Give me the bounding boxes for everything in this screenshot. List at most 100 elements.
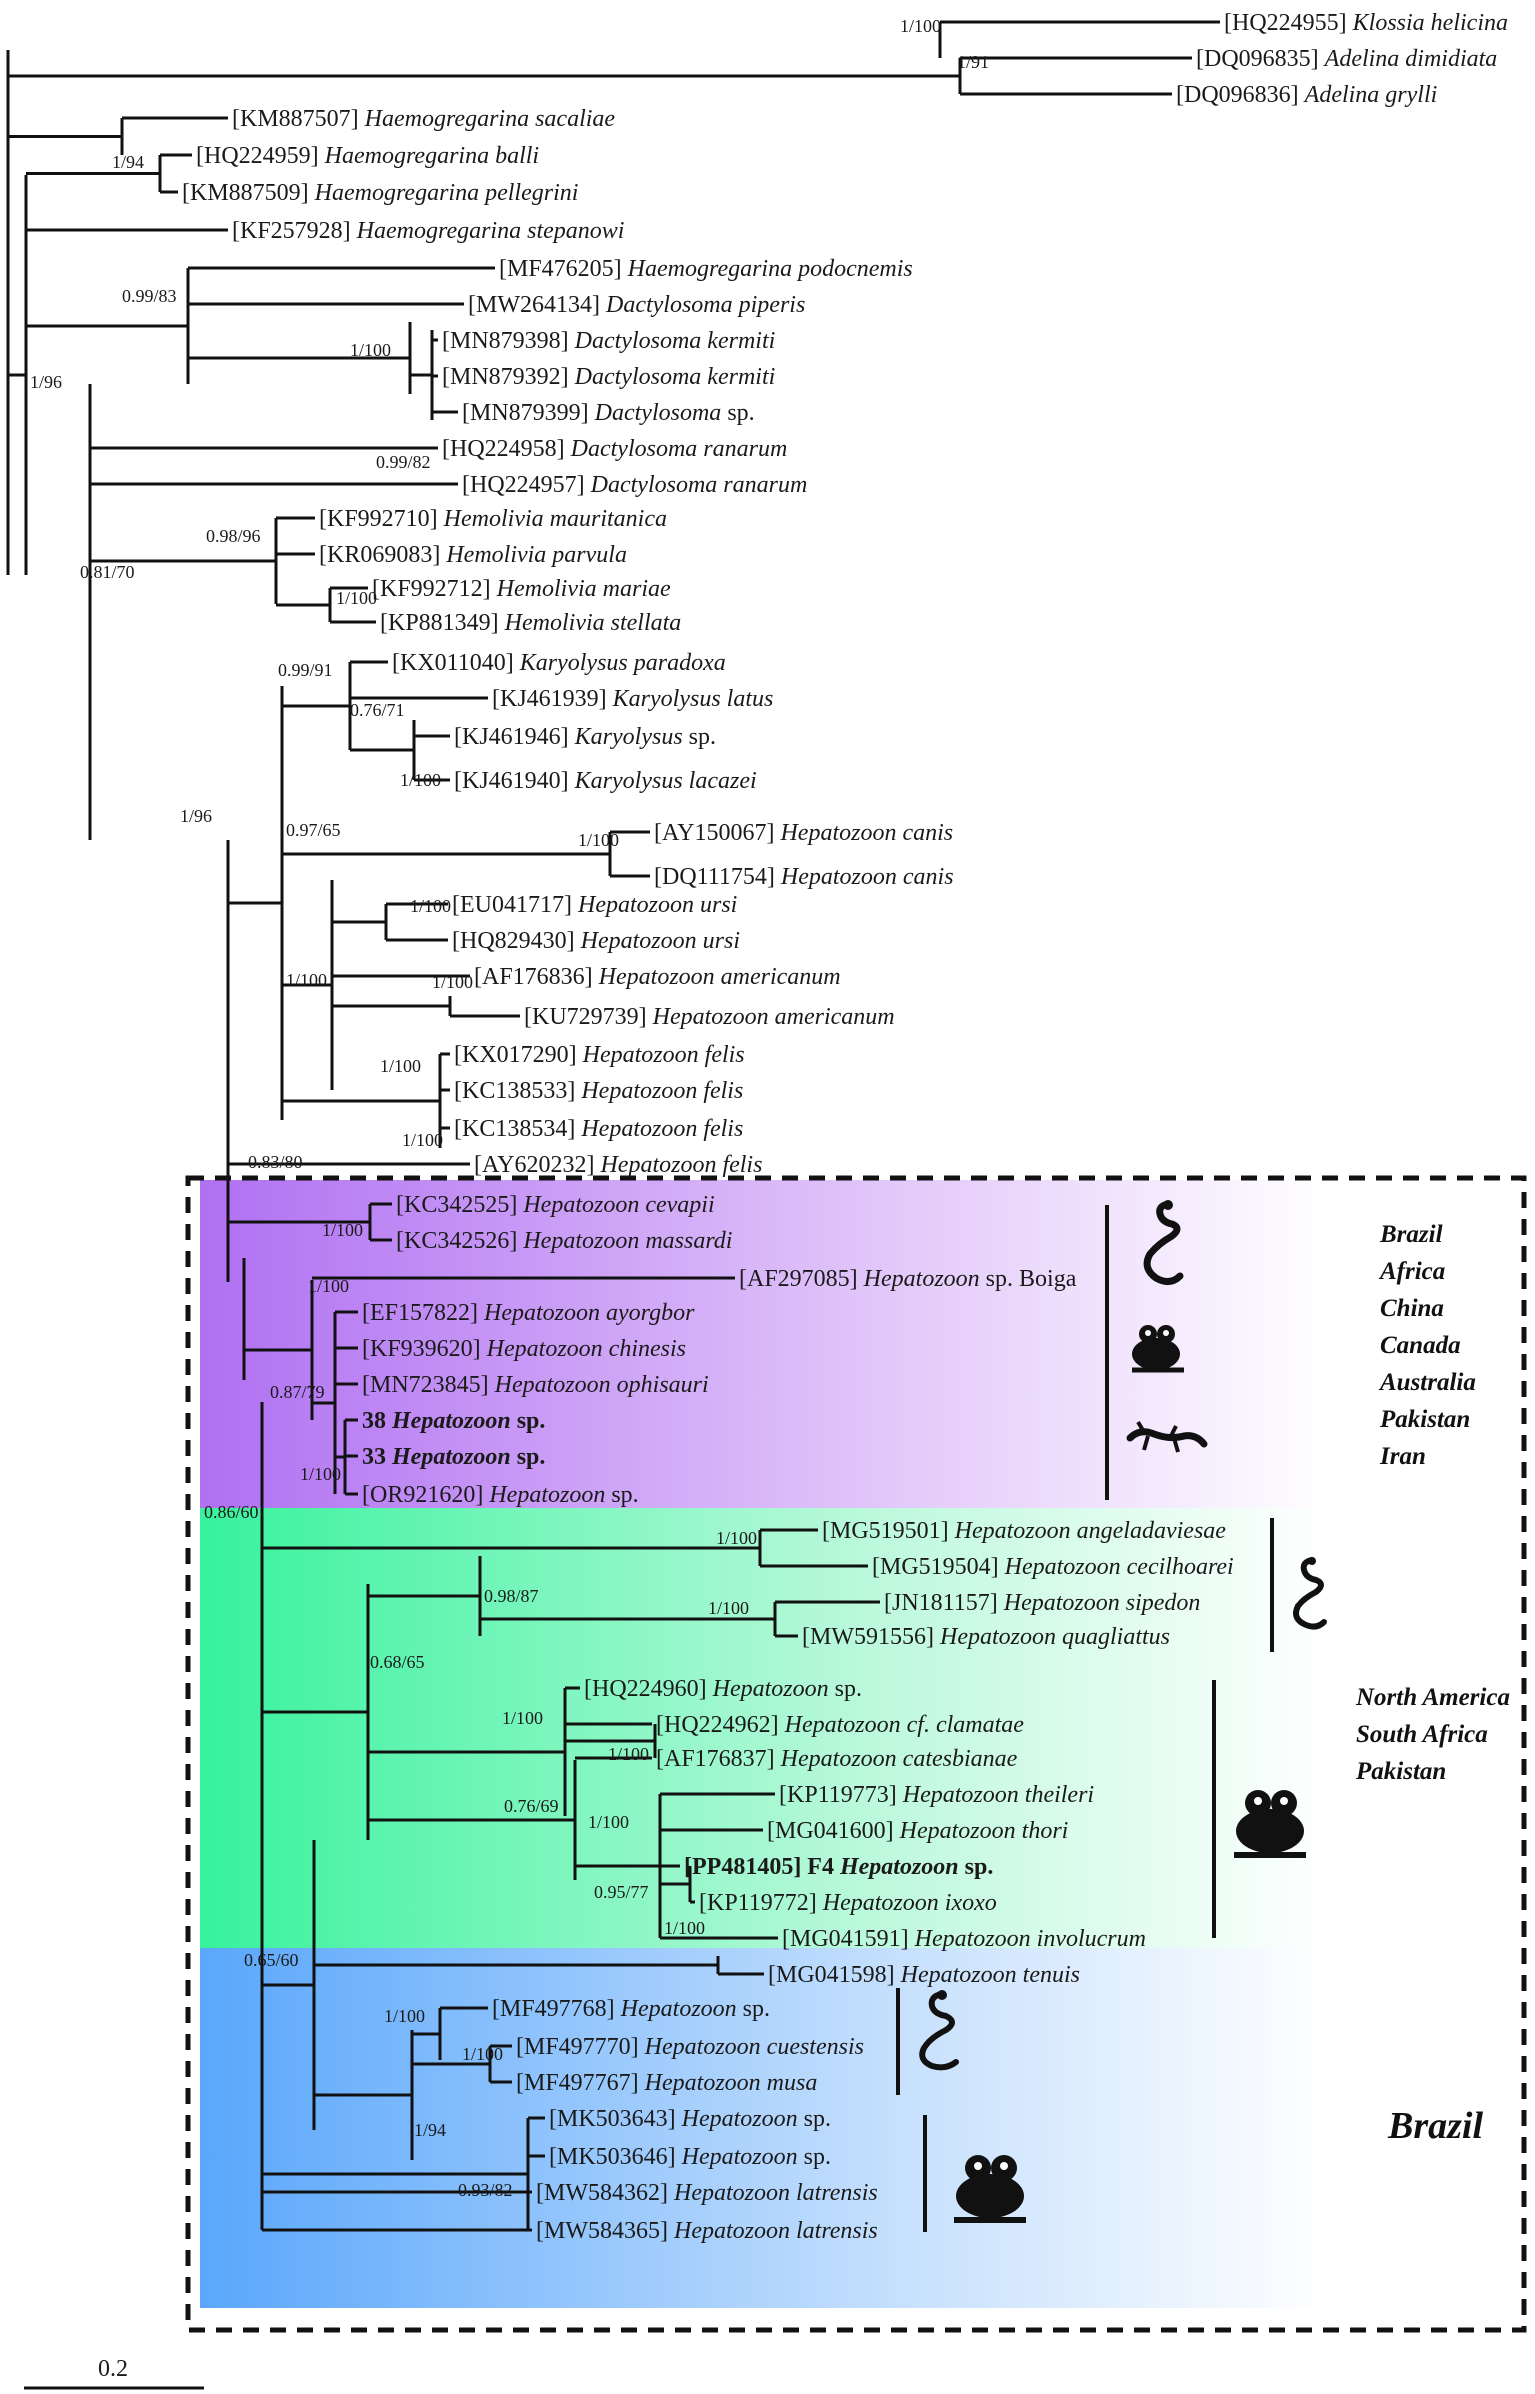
- support-value: 1/100: [384, 2006, 425, 2026]
- taxon-label: [DQ096835] Adelina dimidiata: [1196, 46, 1497, 72]
- taxon-label: [MK503643] Hepatozoon sp.: [549, 2106, 831, 2132]
- species-name: Karyolysus: [574, 724, 683, 750]
- accession: [EU041717]: [452, 892, 578, 918]
- region-label: Australia: [1378, 1369, 1476, 1396]
- taxon-label: [KF257928] Haemogregarina stepanowi: [232, 218, 624, 244]
- species-name: Dactylosoma ranarum: [590, 472, 808, 498]
- accession: [KC138533]: [454, 1078, 581, 1104]
- species-name: Hepatozoon ixoxo: [822, 1890, 997, 1916]
- support-value: 1/100: [502, 1708, 543, 1728]
- species-name: Hemolivia stellata: [504, 610, 682, 636]
- species-name: Hepatozoon felis: [582, 1042, 745, 1068]
- taxon-label: [MN879392] Dactylosoma kermiti: [442, 364, 775, 390]
- support-values: 1/1001/911/940.99/831/1000.99/821/960.81…: [30, 16, 989, 2200]
- taxon-label: [PP481405] F4 Hepatozoon sp.: [684, 1854, 993, 1880]
- support-value: 0.95/77: [594, 1882, 649, 1902]
- species-name: Hepatozoon cuestensis: [644, 2034, 864, 2060]
- taxon-labels: [HQ224955] Klossia helicina [DQ096835] Ad…: [182, 10, 1508, 2244]
- support-value: 1/100: [400, 770, 441, 790]
- species-name: Hepatozoon cecilhoarei: [1004, 1554, 1234, 1580]
- accession: [KC138534]: [454, 1116, 581, 1142]
- tree-branches: [6, 20, 1220, 2232]
- accession: [HQ224957]: [462, 472, 591, 498]
- support-value: 0.86/60: [204, 1502, 259, 1522]
- taxon-label: [DQ111754] Hepatozoon canis: [654, 864, 954, 890]
- support-value: 1/96: [30, 372, 62, 392]
- support-value: 1/100: [322, 1220, 363, 1240]
- species-name: Hepatozoon quagliattus: [939, 1624, 1170, 1650]
- taxon-label: [HQ224962] Hepatozoon cf. clamatae: [656, 1712, 1024, 1738]
- species-name: Hepatozoon latrensis: [673, 2180, 878, 2206]
- taxon-label: [MG041600] Hepatozoon thori: [767, 1818, 1068, 1844]
- species-suffix: sp.: [798, 2144, 831, 2170]
- accession: [DQ111754]: [654, 864, 781, 890]
- accession: [HQ224955]: [1224, 10, 1353, 36]
- species-name: Klossia helicina: [1352, 10, 1508, 36]
- species-name: Haemogregarina sacaliae: [364, 106, 616, 132]
- support-value: 1/100: [286, 970, 327, 990]
- support-value: 0.98/87: [484, 1586, 539, 1606]
- support-value: 1/100: [350, 340, 391, 360]
- species-name: Hepatozoon massardi: [522, 1228, 732, 1254]
- species-name: Hepatozoon: [488, 1482, 605, 1508]
- support-value: 1/100: [578, 830, 619, 850]
- lizard-icon: [1126, 1420, 1208, 1453]
- species-name: Hepatozoon tenuis: [900, 1962, 1080, 1988]
- region-label: Canada: [1380, 1332, 1461, 1359]
- taxon-label: [MN879399] Dactylosoma sp.: [462, 400, 755, 426]
- support-value: 0.97/65: [286, 820, 341, 840]
- taxon-label: [KP119772] Hepatozoon ixoxo: [699, 1890, 997, 1916]
- frog-icon: [1132, 1325, 1184, 1373]
- accession: [KR069083]: [319, 542, 446, 568]
- species-name: Adelina grylli: [1303, 82, 1438, 108]
- support-value: 1/100: [308, 1276, 349, 1296]
- accession: [MW264134]: [468, 292, 606, 318]
- accession: [HQ224960]: [584, 1676, 713, 1702]
- accession: [MK503643]: [549, 2106, 682, 2132]
- accession: [MG519504]: [872, 1554, 1005, 1580]
- support-value: 1/100: [336, 588, 377, 608]
- accession: [KX017290]: [454, 1042, 583, 1068]
- species-name: Hepatozoon felis: [580, 1078, 743, 1104]
- accession: [EF157822]: [362, 1300, 484, 1326]
- species-name: Hepatozoon sipedon: [1003, 1590, 1201, 1616]
- accession: [KM887507]: [232, 106, 365, 132]
- species-name: Adelina dimidiata: [1323, 46, 1498, 72]
- species-suffix: sp.: [683, 724, 716, 750]
- species-name: Haemogregarina podocnemis: [627, 256, 913, 282]
- taxon-label: [AF176837] Hepatozoon catesbianae: [656, 1746, 1018, 1772]
- scale-bar-label: 0.2: [98, 2356, 128, 2382]
- accession: [KP119772]: [699, 1890, 823, 1916]
- accession: [MK503646]: [549, 2144, 682, 2170]
- taxon-label: [HQ224958] Dactylosoma ranarum: [442, 436, 787, 462]
- taxon-label: [HQ224957] Dactylosoma ranarum: [462, 472, 807, 498]
- support-value: 0.83/80: [248, 1152, 303, 1172]
- taxon-label: [KJ461939] Karyolysus latus: [492, 686, 773, 712]
- accession: [AF176837]: [656, 1746, 781, 1772]
- taxon-label: [KM887507] Haemogregarina sacaliae: [232, 106, 615, 132]
- region-label: China: [1380, 1295, 1444, 1322]
- accession: [KF992712]: [372, 576, 497, 602]
- taxon-label: [MF476205] Haemogregarina podocnemis: [499, 256, 913, 282]
- taxon-label: [KC138534] Hepatozoon felis: [454, 1116, 743, 1142]
- species-name: Hepatozoon: [712, 1676, 829, 1702]
- accession: [KF992710]: [319, 506, 444, 532]
- support-value: 1/96: [180, 806, 212, 826]
- species-name: Hepatozoon musa: [644, 2070, 818, 2096]
- species-name: Hemolivia mariae: [496, 576, 671, 602]
- taxon-label: [MK503646] Hepatozoon sp.: [549, 2144, 831, 2170]
- accession: [MN723845]: [362, 1372, 495, 1398]
- snake-icon: [1293, 1557, 1327, 1630]
- species-name: Dactylosoma kermiti: [574, 364, 776, 390]
- taxon-label: [HQ224960] Hepatozoon sp.: [584, 1676, 862, 1702]
- accession: [HQ829430]: [452, 928, 581, 954]
- taxon-label: [KC138533] Hepatozoon felis: [454, 1078, 743, 1104]
- taxon-label: [MW264134] Dactylosoma piperis: [468, 292, 805, 318]
- accession: [KJ461946]: [454, 724, 575, 750]
- taxon-label: [KP881349] Hemolivia stellata: [380, 610, 681, 636]
- taxon-label: [MG519504] Hepatozoon cecilhoarei: [872, 1554, 1234, 1580]
- accession: [PP481405] F4: [684, 1854, 840, 1880]
- species-name: Karyolysus lacazei: [574, 768, 757, 794]
- snake-icon: [1143, 1200, 1184, 1285]
